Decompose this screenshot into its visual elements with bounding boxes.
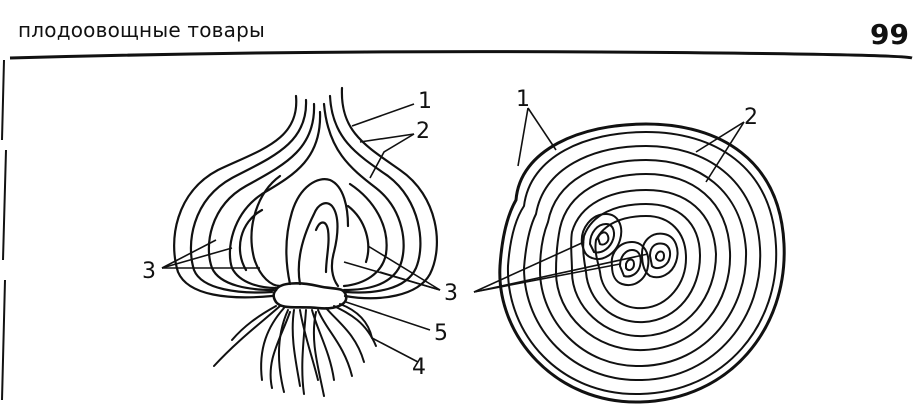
callout-outer-scale: 1 (418, 89, 432, 114)
callout-cross-fleshy-scale: 2 (744, 105, 758, 130)
callout-bud-left: 3 (142, 259, 156, 284)
callout-cross-outer-scale: 1 (516, 87, 530, 112)
longitudinal-section (173, 86, 438, 310)
callout-bud-right: 3 (444, 281, 458, 306)
page-number: 99 (870, 18, 909, 51)
outer-dry-scale-right (340, 86, 438, 300)
bud-one (580, 212, 623, 260)
longitudinal-leaders (161, 103, 441, 363)
cross-section (498, 122, 786, 404)
callout-fleshy-scale: 2 (416, 119, 430, 144)
bud-three (640, 232, 679, 279)
bud-two (610, 240, 650, 286)
callout-roots: 4 (412, 355, 426, 380)
central-bud (297, 202, 340, 288)
outer-dry-scale-ring (498, 122, 786, 404)
roots (213, 303, 377, 397)
outer-dry-scale (173, 94, 298, 299)
callout-basal-plate: 5 (434, 321, 448, 346)
running-header-title: плодоовощные товары (18, 18, 266, 42)
basal-plate (272, 282, 348, 310)
scan-edge-mark (1, 59, 7, 401)
cross-section-leaders (473, 107, 745, 293)
header-rule (9, 50, 913, 60)
